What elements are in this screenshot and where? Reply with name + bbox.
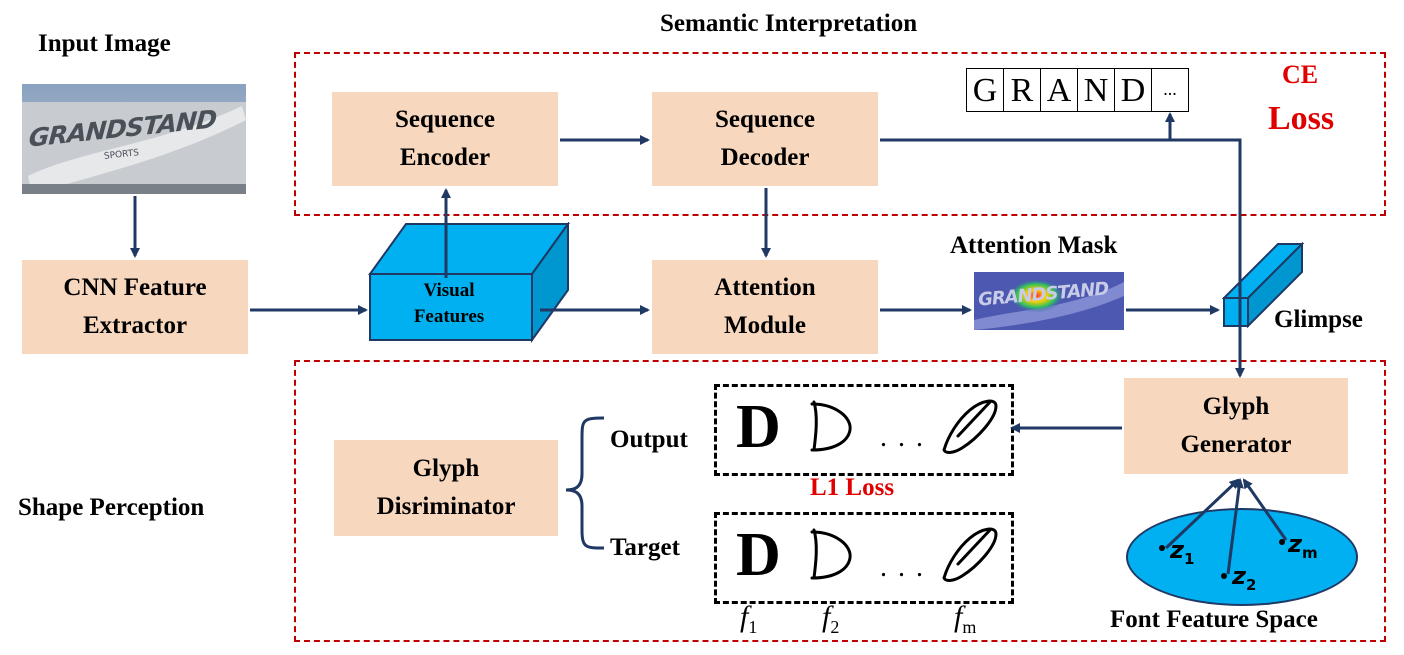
- target-branch-label: Target: [610, 534, 680, 561]
- feature-label-f1: f1: [740, 600, 757, 638]
- output-char: G: [967, 69, 1004, 111]
- glimpse-label: Glimpse: [1274, 306, 1363, 333]
- shape-perception-title: Shape Perception: [18, 494, 205, 521]
- attention-box-line2: Module: [724, 312, 806, 339]
- target-glyph-handwritten-1: [806, 526, 856, 587]
- latent-points: [1159, 539, 1285, 579]
- semantic-interpretation-region: [294, 52, 1386, 216]
- feature-label-fm: fm: [954, 600, 976, 638]
- arrow-z2-to-generator: [1226, 478, 1244, 575]
- encoder-box-line1: Sequence: [395, 106, 495, 133]
- visual-features-line2: Features: [413, 306, 485, 327]
- l1-loss-label: L1 Loss: [810, 474, 895, 501]
- feature-label-base: f: [740, 600, 749, 633]
- output-glyph-d: D: [736, 393, 781, 461]
- ce-loss-label: Loss: [1268, 100, 1335, 137]
- output-char: D: [1115, 69, 1152, 111]
- attention-mask-title: Attention Mask: [950, 232, 1118, 259]
- feature-label-f2: f2: [822, 600, 839, 638]
- output-char: R: [1004, 69, 1041, 111]
- latent-label-z2: z2: [1232, 562, 1256, 594]
- feature-label-base: f: [954, 600, 963, 633]
- visual-features-line1: Visual: [423, 280, 475, 301]
- arrow-z1-to-generator: [1164, 478, 1240, 550]
- target-glyph-d: D: [736, 521, 781, 589]
- font-feature-space-ellipse: [1126, 508, 1358, 606]
- shape-perception-region: [294, 360, 1386, 642]
- arrow-zm-to-generator: [1242, 478, 1288, 541]
- output-char: N: [1078, 69, 1115, 111]
- latent-label-z1: z1: [1170, 536, 1194, 568]
- input-image: GRANDSTAND SPORTS: [22, 84, 246, 194]
- feature-label-sub: 1: [748, 617, 758, 637]
- encoder-box-line2: Encoder: [399, 144, 491, 171]
- feature-label-base: f: [822, 600, 831, 633]
- input-image-title: Input Image: [38, 30, 171, 57]
- branch-brace: [565, 416, 605, 550]
- output-glyph-handwritten-1: [806, 398, 856, 459]
- ce-label: CE: [1282, 60, 1319, 89]
- latent-label-zm: zm: [1288, 530, 1318, 562]
- generator-box-line2: Generator: [1180, 431, 1292, 458]
- semantic-interpretation-title: Semantic Interpretation: [660, 10, 918, 37]
- glimpse-box: [1221, 240, 1306, 330]
- generator-box-line1: Glyph: [1202, 393, 1270, 420]
- visual-features-label: Visual Features: [370, 278, 528, 330]
- cnn-box-line2: Extractor: [82, 312, 188, 339]
- target-glyph-handwritten-m: [938, 524, 1002, 589]
- cnn-box-line1: CNN Feature: [63, 274, 207, 301]
- output-glyph-ellipsis: . . .: [880, 422, 925, 453]
- arrow-decoder-to-generator: [880, 138, 1245, 378]
- target-glyph-row: [714, 512, 1014, 604]
- font-feature-space-label: Font Feature Space: [1110, 606, 1318, 633]
- feature-label-sub: m: [962, 617, 977, 637]
- output-char: ...: [1163, 79, 1177, 99]
- target-glyph-ellipsis: . . .: [880, 552, 925, 583]
- feature-label-sub: 2: [830, 617, 840, 637]
- latent-label-sub: m: [1301, 543, 1318, 562]
- latent-label-base: z: [1170, 536, 1184, 564]
- latent-label-base: z: [1232, 562, 1246, 590]
- discriminator-box-line2: Disriminator: [376, 493, 516, 520]
- decoder-box-line1: Sequence: [715, 106, 815, 133]
- attention-mask-image: GRANDSTAND: [974, 272, 1124, 330]
- decoder-box-line2: Decoder: [720, 144, 810, 171]
- latent-label-sub: 2: [1245, 575, 1257, 594]
- output-branch-label: Output: [610, 426, 688, 453]
- output-glyph-handwritten-m: [938, 396, 1002, 461]
- discriminator-box-line1: Glyph: [412, 455, 480, 482]
- output-char: A: [1041, 69, 1078, 111]
- output-sequence: G R A N D ...: [966, 68, 1189, 112]
- attention-box-line1: Attention: [714, 274, 816, 301]
- visual-features-cube: [368, 220, 574, 344]
- latent-label-base: z: [1288, 530, 1302, 558]
- latent-label-sub: 1: [1183, 549, 1195, 568]
